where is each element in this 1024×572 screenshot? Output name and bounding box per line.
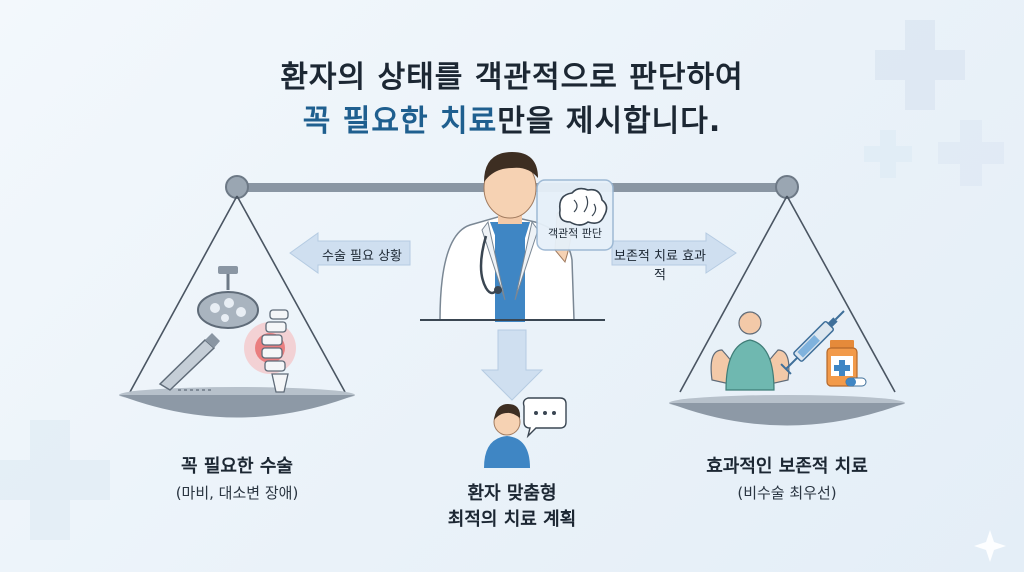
- right-arrow: [611, 232, 737, 274]
- center-caption-line-1: 환자 맞춤형: [467, 483, 557, 504]
- speech-bubble-icon: [522, 397, 567, 439]
- sparkle-icon: [974, 530, 1006, 562]
- tablet-brain-icon: [536, 179, 614, 251]
- background-cross-decoration: [0, 20, 1004, 540]
- right-pan-subtitle: (비수술 최우선): [737, 484, 837, 502]
- scalpel-icon: [158, 333, 220, 391]
- right-pan-strings: [679, 195, 896, 393]
- medicine-bottle-icon: [826, 340, 867, 387]
- down-arrow: [480, 329, 544, 401]
- left-arrow: [289, 232, 411, 274]
- right-pan: [669, 395, 905, 426]
- right-arrow-label: 보존적 치료 효과적: [614, 249, 706, 283]
- tablet-label: 객관적 판단: [547, 227, 603, 240]
- patient-care-icon: [710, 311, 790, 391]
- left-pan-title: 꼭 필요한 수술: [181, 456, 293, 477]
- title-line-1: 환자의 상태를 객관적으로 판단하여: [280, 60, 744, 95]
- title-rest: 만을 제시합니다.: [497, 104, 722, 139]
- left-arrow-label: 수술 필요 상황: [321, 249, 403, 264]
- left-pan-subtitle: (마비, 대소변 장애): [175, 484, 299, 502]
- right-beam-pivot: [775, 175, 799, 199]
- left-pan: [119, 387, 355, 418]
- title-highlight: 꼭 필요한 치료: [302, 104, 498, 139]
- left-pan-caption: 꼭 필요한 수술 (마비, 대소변 장애): [137, 452, 337, 503]
- syringe-icon: [780, 310, 845, 375]
- spine-pain-icon: [244, 309, 296, 393]
- center-caption-line-2: 최적의 치료 계획: [447, 509, 577, 530]
- right-pan-caption: 효과적인 보존적 치료 (비수술 최우선): [667, 452, 907, 503]
- right-pan-title: 효과적인 보존적 치료: [706, 456, 868, 477]
- title-line-2: 꼭 필요한 치료만을 제시합니다.: [0, 96, 1024, 140]
- center-caption: 환자 맞춤형 최적의 치료 계획: [412, 481, 612, 533]
- patient-icon: [484, 404, 530, 468]
- surgical-lamp-icon: [197, 266, 259, 329]
- left-pan-strings: [129, 195, 346, 393]
- left-beam-pivot: [225, 175, 249, 199]
